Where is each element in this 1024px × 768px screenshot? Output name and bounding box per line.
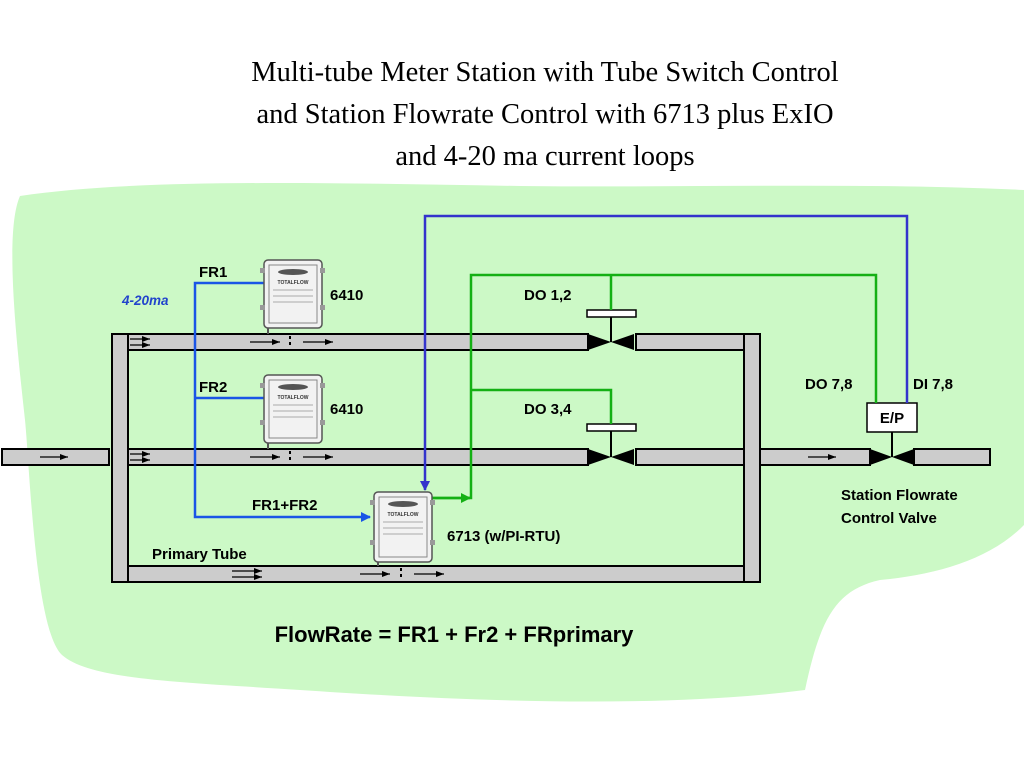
control-valve-label-1: Station Flowrate (841, 487, 958, 504)
rtu-6713: TOTALFLOW (370, 491, 435, 566)
inlet-header (111, 333, 129, 583)
tube-1 (127, 333, 745, 351)
di-7-8-label: DI 7,8 (913, 376, 953, 393)
device-brand-label: TOTALFLOW (388, 512, 419, 518)
fr1-fr2-label: FR1+FR2 (252, 497, 317, 514)
ep-transducer: E/P (866, 402, 918, 433)
title-line-1: Multi-tube Meter Station with Tube Switc… (251, 57, 839, 88)
flowrate-formula: FlowRate = FR1 + Fr2 + FRprimary (275, 622, 635, 647)
device-brand-label: TOTALFLOW (278, 395, 309, 401)
page-title: Multi-tube Meter Station with Tube Switc… (150, 52, 940, 178)
station-pipe (1, 448, 991, 466)
meter-1-model-label: 6410 (330, 287, 363, 304)
di-signal-line (420, 214, 909, 491)
station-control-valve (870, 432, 914, 465)
fr1-label: FR1 (199, 264, 227, 281)
rtu-model-label: 6713 (w/PI-RTU) (447, 528, 560, 545)
device-brand-label: TOTALFLOW (278, 280, 309, 286)
signal-type-label: 4-20ma (121, 293, 169, 308)
flow-computer-6410-2: TOTALFLOW (260, 374, 325, 449)
flow-computer-6410-1: TOTALFLOW (260, 259, 325, 334)
primary-tube (127, 565, 745, 583)
outlet-header (743, 333, 761, 583)
control-valve-label-2: Control Valve (841, 510, 937, 527)
do-7-8-label: DO 7,8 (805, 376, 853, 393)
meter-2-model-label: 6410 (330, 401, 363, 418)
title-line-2: and Station Flowrate Control with 6713 p… (256, 99, 834, 130)
tube-2 (127, 448, 745, 466)
primary-tube-label: Primary Tube (152, 546, 247, 563)
do-signal-wiring (432, 273, 878, 503)
fr2-label: FR2 (199, 379, 227, 396)
title-line-3: and 4-20 ma current loops (395, 141, 695, 172)
ep-label: E/P (880, 410, 904, 427)
do-1-2-label: DO 1,2 (524, 287, 572, 304)
do-3-4-label: DO 3,4 (524, 401, 572, 418)
tube-switch-valve-2 (586, 423, 637, 465)
current-loop-wiring (193, 281, 371, 522)
